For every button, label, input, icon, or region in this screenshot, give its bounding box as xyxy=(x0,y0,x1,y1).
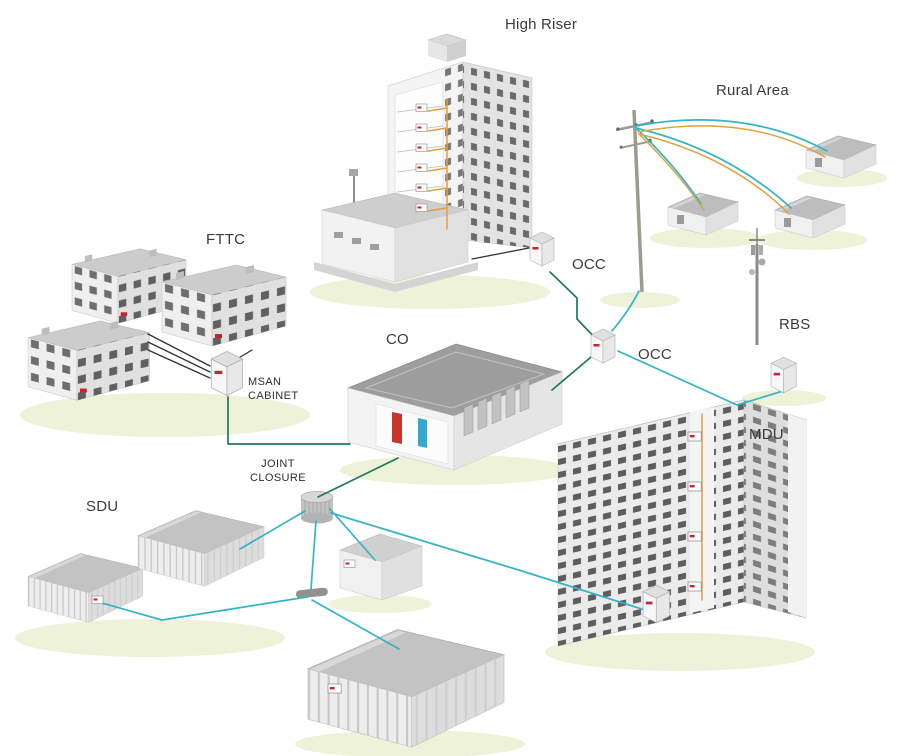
ground-glows xyxy=(15,169,887,756)
label-high-riser: High Riser xyxy=(505,16,578,33)
fttc-block xyxy=(161,264,287,347)
label-rural-area: Rural Area xyxy=(716,82,789,99)
occ-cabinet-lower xyxy=(590,328,616,364)
co-building xyxy=(346,343,564,471)
rural-house xyxy=(667,192,739,236)
rbs-mast xyxy=(749,228,766,345)
joint-closure-node xyxy=(300,491,334,524)
msan-cabinet-node xyxy=(210,350,244,397)
sdu-house xyxy=(137,510,265,587)
label-occ-upper: OCC xyxy=(572,256,606,273)
label-sdu: SDU xyxy=(86,498,119,515)
label-rbs: RBS xyxy=(779,316,811,333)
label-occ-lower: OCC xyxy=(638,346,672,363)
fiber-lines-green xyxy=(227,271,602,498)
label-fttc: FTTC xyxy=(206,231,246,248)
label-joint-closure: JOINT CLOSURE xyxy=(250,458,306,484)
fiber-lines-teal xyxy=(101,119,828,650)
label-co: CO xyxy=(386,331,409,348)
occ-cabinet-upper xyxy=(529,231,555,267)
label-msan-cabinet: MSAN CABINET xyxy=(248,376,299,402)
splice-closure xyxy=(295,587,328,599)
fttc-block xyxy=(27,320,151,401)
high-riser-building xyxy=(314,33,534,292)
rbs-cabinet xyxy=(770,356,797,394)
label-mdu: MDU xyxy=(749,426,784,443)
rural-pole xyxy=(615,109,655,293)
mdu-cabinet xyxy=(642,584,671,624)
sdu-house xyxy=(27,553,144,623)
